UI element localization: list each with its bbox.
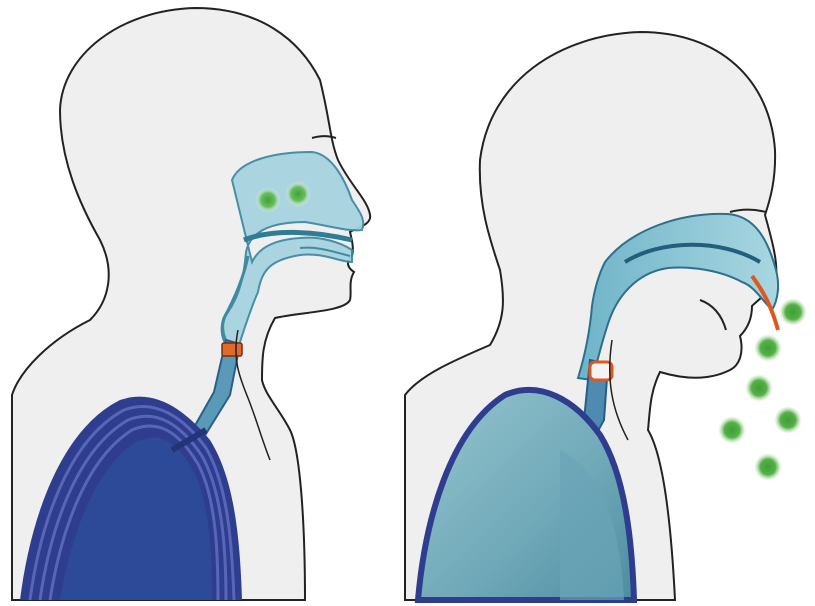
right-particle-5 [718,416,746,444]
right-panel-sneeze [405,32,807,600]
right-particle-1 [779,298,807,326]
right-particle-2 [754,334,782,362]
right-particle-3 [745,374,773,402]
left-panel-inhale [12,8,370,600]
left-particle-2 [285,181,311,207]
right-larynx-valve [590,362,612,380]
right-particle-6 [754,453,782,481]
left-larynx-valve [222,343,242,356]
right-particle-4 [774,406,802,434]
left-particle-1 [255,187,281,213]
